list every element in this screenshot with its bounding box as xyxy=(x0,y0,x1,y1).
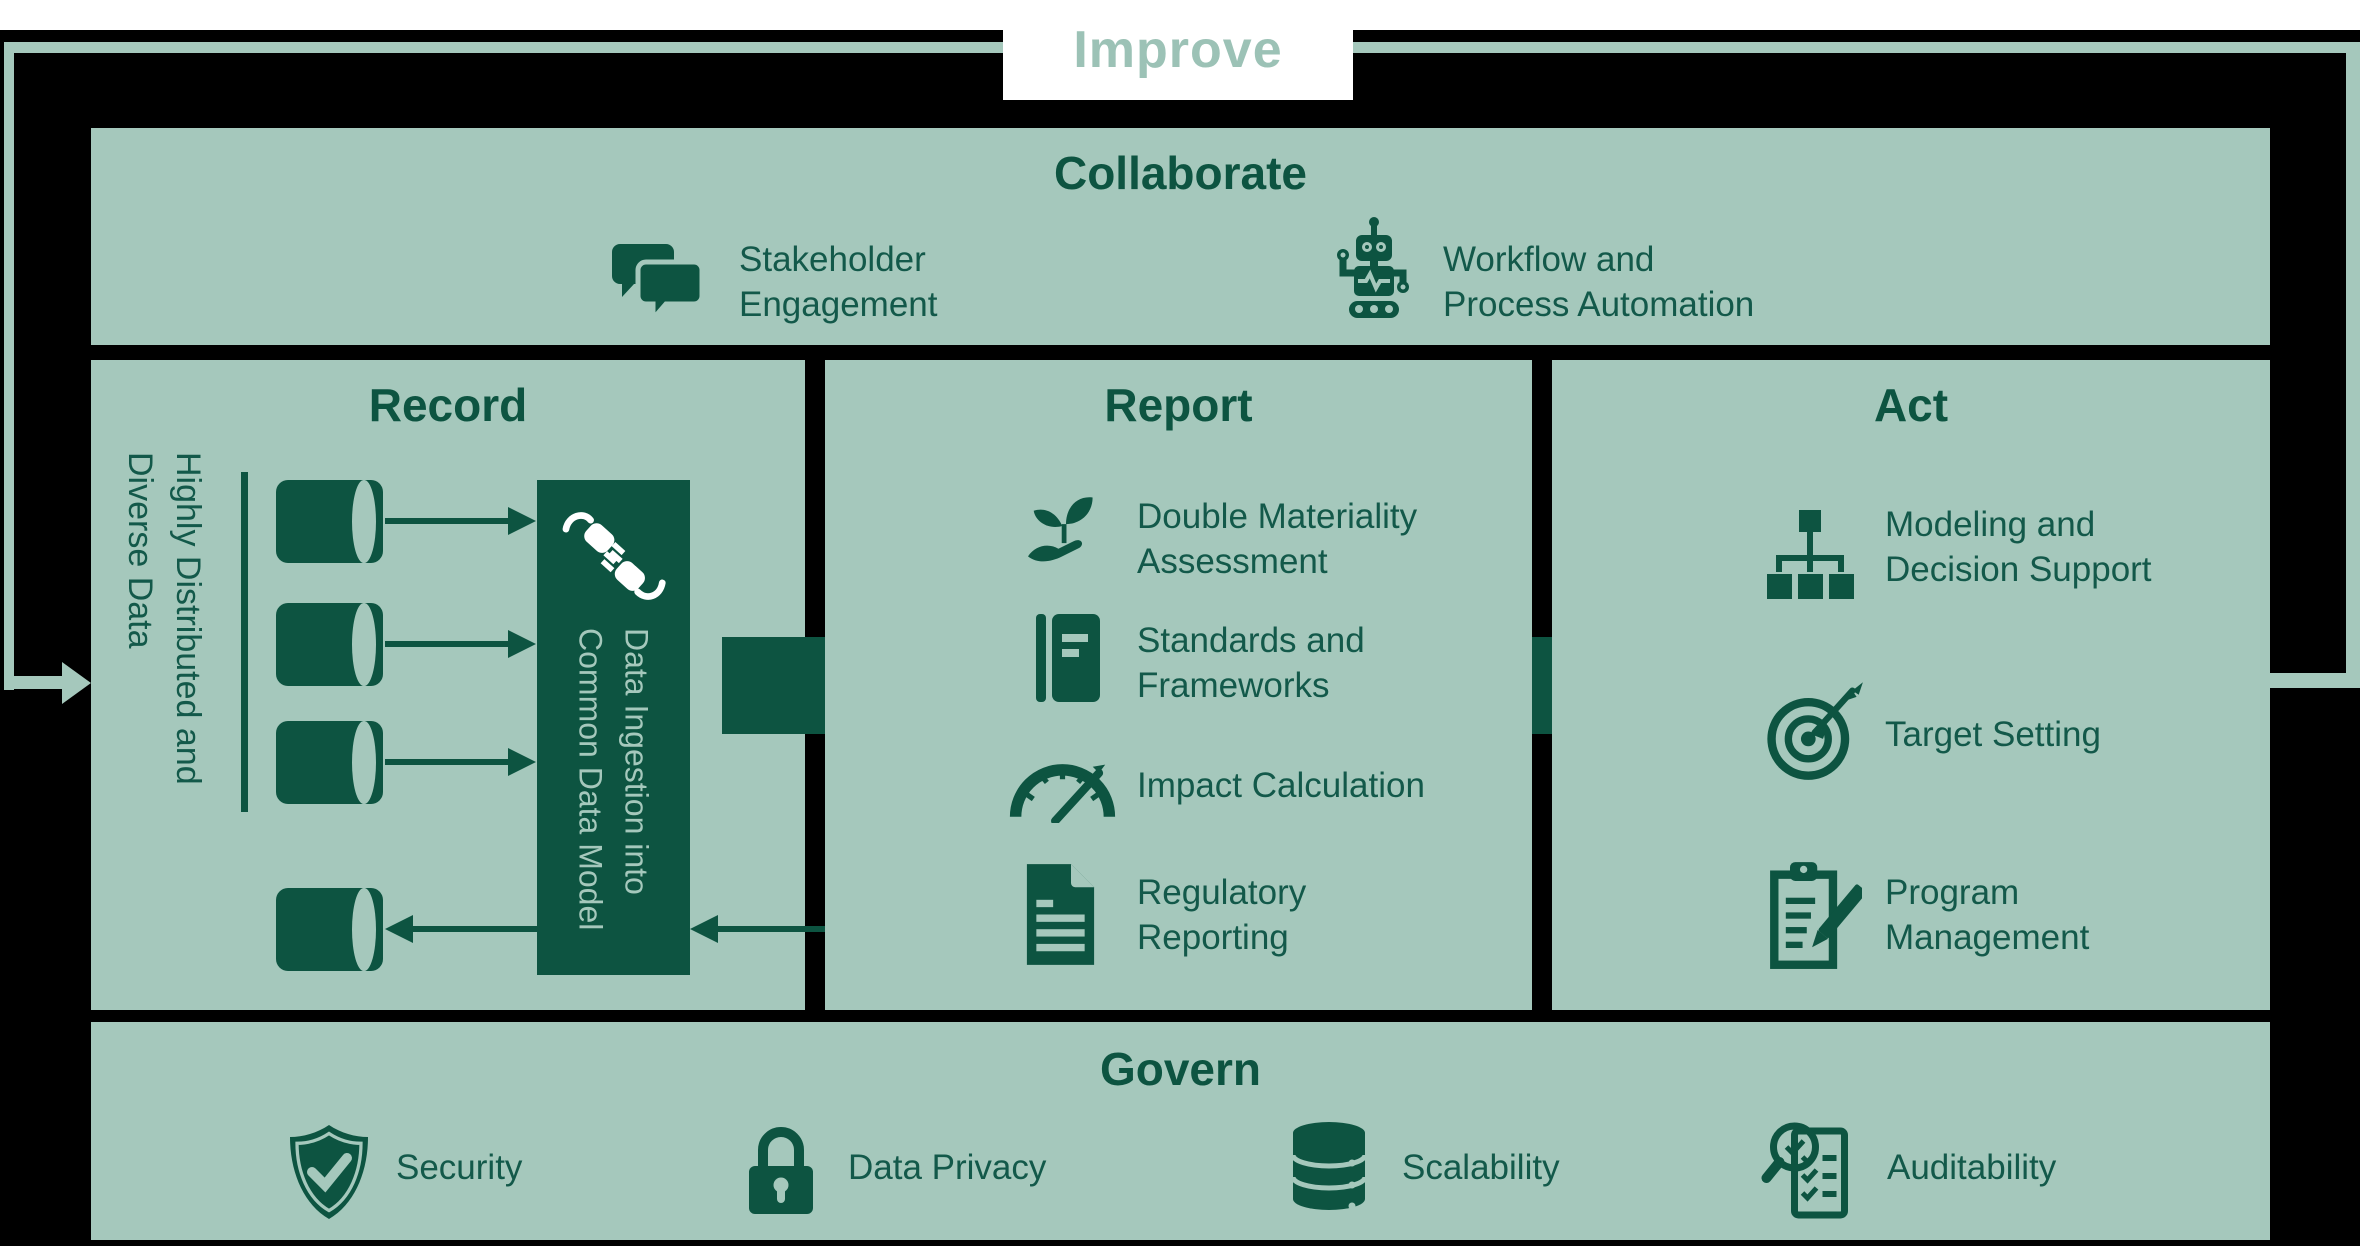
database-cylinder-icon xyxy=(276,721,383,804)
clipboard-pencil-icon xyxy=(1762,860,1862,970)
database-stack-icon xyxy=(1288,1120,1370,1220)
govern-item-label: Security xyxy=(396,1148,523,1187)
report-item-label: Double Materiality Assessment xyxy=(1137,497,1418,581)
report-item-label: Impact Calculation xyxy=(1137,766,1425,805)
act-item-label: Target Setting xyxy=(1885,715,2101,754)
return-line xyxy=(413,926,537,932)
improve-loop-right-line xyxy=(2346,42,2360,688)
database-cylinder-icon xyxy=(276,480,383,563)
database-cylinder-icon xyxy=(276,888,383,971)
lock-icon xyxy=(745,1118,817,1218)
act-title: Act xyxy=(1873,379,1949,431)
plant-hand-icon xyxy=(1016,488,1116,583)
checklist-magnifier-icon xyxy=(1758,1115,1863,1220)
org-chart-icon xyxy=(1757,505,1862,605)
robot-icon xyxy=(1322,215,1427,327)
plug-icon xyxy=(557,500,669,612)
improve-loop-left-arm xyxy=(4,676,62,689)
data-ingestion-label: Data Ingestion into Common Data Model xyxy=(572,628,655,931)
chat-bubbles-icon xyxy=(612,232,712,327)
target-icon xyxy=(1760,678,1865,783)
database-cylinder-icon xyxy=(276,603,383,686)
collaborate-panel xyxy=(91,128,2270,345)
shield-check-icon xyxy=(284,1122,374,1222)
book-icon xyxy=(1022,608,1107,708)
improve-loop-left-line xyxy=(4,42,14,690)
act-item-label: Program Management xyxy=(1885,873,2090,957)
ingest-arrow-line xyxy=(385,759,513,765)
ingest-arrowhead xyxy=(508,748,536,776)
ingest-arrow-line xyxy=(385,518,513,524)
govern-item-label: Data Privacy xyxy=(848,1148,1047,1187)
side-label-rule xyxy=(241,472,248,812)
collaborate-item-label: Workflow and Process Automation xyxy=(1443,240,1755,324)
return-arrowhead xyxy=(385,915,413,943)
collaborate-item-label: Stakeholder Engagement xyxy=(739,240,938,324)
improve-label: Improve xyxy=(1073,21,1283,79)
improve-loop-arrowhead xyxy=(62,662,91,704)
govern-title: Govern xyxy=(1099,1043,1262,1095)
record-side-label: Highly Distributed and Diverse Data xyxy=(121,452,207,785)
report-item-label: Standards and Frameworks xyxy=(1137,621,1365,705)
act-panel xyxy=(1552,360,2270,1010)
govern-item-label: Scalability xyxy=(1402,1148,1560,1187)
return-arrowhead xyxy=(690,915,718,943)
improve-label-box: Improve xyxy=(1003,0,1353,100)
act-item-label: Modeling and Decision Support xyxy=(1885,505,2152,589)
data-ingestion-box: Data Ingestion into Common Data Model xyxy=(537,480,690,975)
record-title: Record xyxy=(368,379,528,431)
govern-panel xyxy=(91,1022,2270,1240)
report-panel xyxy=(825,360,1532,1010)
collaborate-title: Collaborate xyxy=(1053,147,1308,199)
govern-item-label: Auditability xyxy=(1887,1148,2057,1187)
ingest-arrow-line xyxy=(385,641,513,647)
report-title: Report xyxy=(1104,379,1253,431)
improve-loop-right-arm xyxy=(2270,673,2360,688)
report-item-label: Regulatory Reporting xyxy=(1137,873,1307,957)
document-icon xyxy=(1018,862,1103,967)
ingest-arrowhead xyxy=(508,630,536,658)
gauge-icon xyxy=(1005,748,1120,823)
ingest-arrowhead xyxy=(508,507,536,535)
